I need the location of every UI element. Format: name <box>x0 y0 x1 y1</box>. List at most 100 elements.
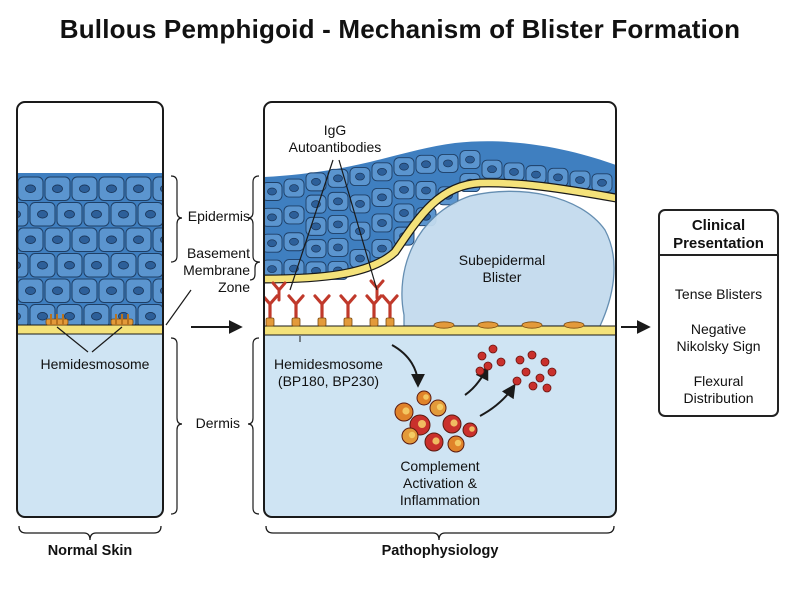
patho-caption-bracket <box>265 525 615 541</box>
hemidesmosome <box>369 317 379 327</box>
hemidesmosome <box>265 317 275 327</box>
epidermal-cell <box>110 253 137 278</box>
epidermal-cell <box>349 249 371 268</box>
epidermal-cell <box>98 227 125 252</box>
epidermal-cell <box>83 202 110 227</box>
epidermal-cell <box>591 173 613 193</box>
igg-antibody <box>287 294 305 320</box>
epidermal-cell <box>437 153 459 173</box>
igg-line-2: Autoantibodies <box>288 139 382 155</box>
inflammatory-cell <box>394 402 414 422</box>
epidermal-cell <box>264 182 283 201</box>
igg-line-1: IgG <box>323 122 347 138</box>
hemidesmosome-remnant <box>477 321 499 329</box>
epidermal-cell <box>0 177 16 201</box>
epidermal-cell <box>371 162 393 182</box>
epidermal-cell <box>98 176 125 201</box>
igg-autoantibodies-label: IgG Autoantibodies <box>280 122 390 156</box>
epidermal-cell <box>327 191 349 211</box>
mediator-dot <box>483 361 493 371</box>
bmz-bracket-right <box>249 261 261 281</box>
epidermal-cell <box>525 165 547 185</box>
epidermal-cell <box>152 227 163 252</box>
clinical-presentation-title: Clinical Presentation <box>660 211 777 256</box>
mediator-dot <box>515 355 525 365</box>
normal-epidermis-cells <box>0 176 163 329</box>
complement-label: Complement Activation & Inflammation <box>380 458 500 509</box>
epidermal-cell <box>349 167 371 187</box>
epidermal-cell <box>17 278 44 303</box>
epidermal-cell <box>393 157 415 177</box>
normal-caption-bracket <box>18 525 162 541</box>
epidermal-cell <box>481 159 503 179</box>
hemidesmosome-normal-label: Hemidesmosome <box>40 356 150 372</box>
epidermal-cell <box>137 253 163 278</box>
complement-line-2: Activation & <box>403 475 477 491</box>
epidermis-label: Epidermis <box>187 208 250 224</box>
complement-line-3: Inflammation <box>399 492 481 508</box>
dermis-bracket-right <box>247 337 260 515</box>
bmz-line-1: Basement <box>186 245 250 261</box>
inflammatory-cell <box>401 427 419 445</box>
hemidesmosome <box>385 317 395 327</box>
epidermal-cell <box>327 214 349 234</box>
subepidermal-blister <box>401 190 615 327</box>
blister-line-2: Blister <box>482 269 522 285</box>
epidermal-cell <box>327 237 349 257</box>
epidermal-cell <box>137 202 163 227</box>
normal-basement-membrane <box>17 324 163 335</box>
clinical-title-line-1: Clinical <box>691 217 746 234</box>
layer-brackets <box>165 175 261 515</box>
igg-antibody <box>339 294 357 320</box>
epidermis-bracket <box>170 175 183 263</box>
epidermal-cell <box>371 213 393 233</box>
hemi-patho-line-1: Hemidesmosome <box>274 356 383 372</box>
epidermal-cell <box>56 202 83 227</box>
epidermal-cell <box>71 278 98 303</box>
epidermal-cell <box>17 304 29 329</box>
epidermal-cell <box>264 233 283 253</box>
igg-antibody <box>271 281 287 302</box>
subepidermal-blister-label: Subepidermal Blister <box>452 252 552 286</box>
epidermal-cell <box>125 278 152 303</box>
normal-hemidesmosome-2 <box>110 314 134 326</box>
epidermal-cell <box>152 278 163 303</box>
blister-floor-hemidesmosomes <box>433 321 585 329</box>
epidermal-cell <box>264 207 283 227</box>
bmz-line-2: Membrane <box>183 262 250 278</box>
igg-antibody <box>381 294 399 320</box>
bmz-pointer <box>165 289 192 326</box>
inflammatory-cell <box>429 399 447 417</box>
epidermal-cell <box>393 180 415 200</box>
epidermal-cell <box>415 154 437 174</box>
epidermal-cell <box>283 205 305 225</box>
dermis-bracket <box>170 337 183 515</box>
epidermal-cell <box>264 259 283 279</box>
epidermal-cell <box>0 279 16 303</box>
epidermal-cell <box>305 216 327 236</box>
mediator-dot <box>547 367 557 377</box>
epidermal-cell <box>29 202 56 227</box>
epidermal-cell <box>503 162 525 182</box>
epidermal-cell <box>17 202 29 227</box>
mediator-dot <box>496 357 506 367</box>
inflammatory-cell <box>416 390 432 406</box>
epidermal-cell <box>459 150 481 170</box>
mediator-dot <box>527 350 537 360</box>
pathophysiology-caption: Pathophysiology <box>381 543 499 559</box>
normal-skin-caption: Normal Skin <box>47 543 133 559</box>
normal-panel-frame <box>16 101 164 518</box>
clinical-item-tense-blisters: Tense Blisters <box>660 286 777 303</box>
epidermal-cell <box>83 304 110 329</box>
clinical-item-2-line-2: Nikolsky Sign <box>676 338 761 354</box>
hemidesmosome <box>343 317 353 327</box>
mediator-dot <box>528 381 538 391</box>
normal-dermis <box>17 334 163 517</box>
epidermal-cell <box>283 232 305 252</box>
igg-antibody <box>365 294 383 320</box>
igg-antibody <box>313 294 331 320</box>
epidermal-cell <box>71 227 98 252</box>
epidermal-cell <box>0 228 16 252</box>
epidermal-cell <box>83 253 110 278</box>
hemidesmosome-remnant <box>521 321 543 329</box>
